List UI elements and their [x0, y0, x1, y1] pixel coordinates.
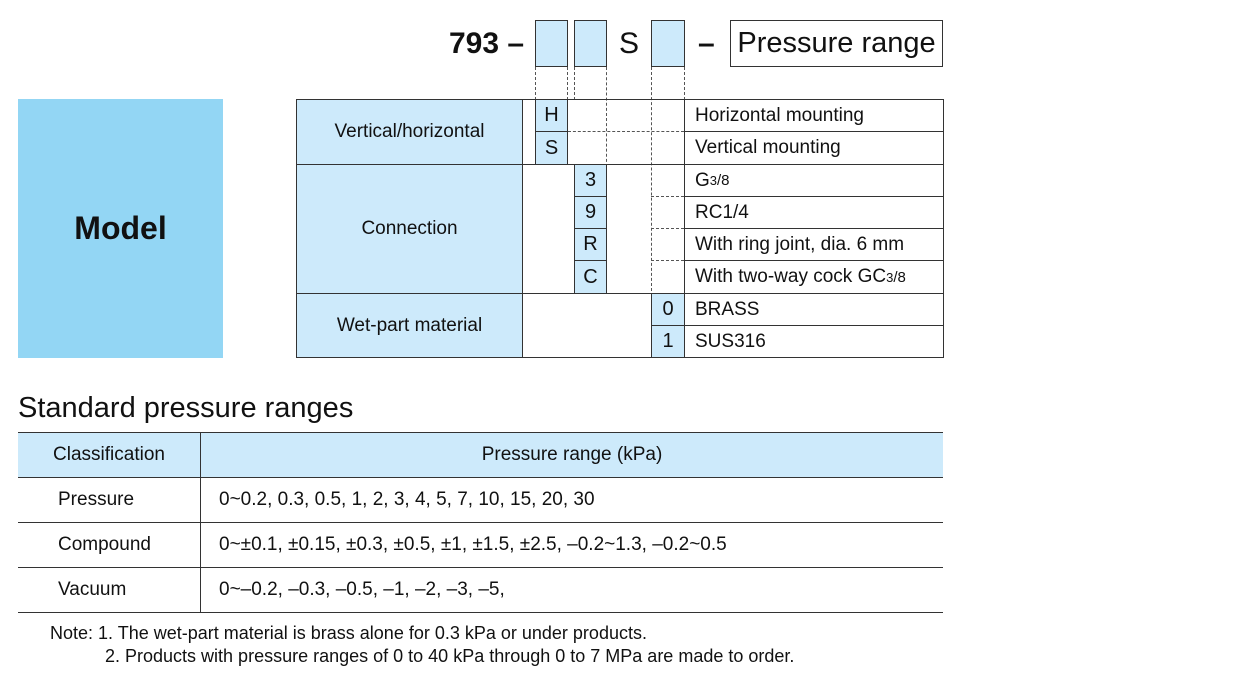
row-divider	[684, 131, 944, 132]
row-classification: Vacuum	[18, 567, 201, 613]
row-classification: Pressure	[18, 477, 201, 523]
code-h: H	[535, 99, 568, 132]
row-range: 0~±0.1, ±0.15, ±0.3, ±0.5, ±1, ±1.5, ±2.…	[200, 522, 943, 568]
desc-superscript: 3	[886, 269, 894, 285]
code-s: S	[535, 131, 568, 165]
row-divider	[684, 325, 944, 326]
code-c: C	[574, 260, 607, 294]
desc-rc1-4: RC1/4	[695, 201, 749, 223]
row-dash	[651, 228, 684, 229]
desc-sus316: SUS316	[695, 330, 766, 352]
model-dash: –	[698, 27, 715, 60]
model-label: Model	[18, 99, 223, 358]
code-r: R	[574, 228, 607, 261]
connector-line	[684, 67, 685, 100]
category-vertical-horizontal: Vertical/horizontal	[296, 99, 523, 165]
category-connection: Connection	[296, 164, 523, 294]
code-slot-mounting	[535, 20, 568, 67]
header-pressure-range: Pressure range (kPa)	[200, 432, 943, 478]
connector-line	[651, 67, 652, 296]
table-row: Pressure 0~0.2, 0.3, 0.5, 1, 2, 3, 4, 5,…	[18, 477, 943, 523]
code-slot-material	[651, 20, 685, 67]
header-classification: Classification	[18, 432, 201, 478]
section-divider	[523, 164, 944, 165]
code-0: 0	[651, 293, 685, 326]
desc-horizontal-mounting: Horizontal mounting	[695, 104, 864, 126]
code-1: 1	[651, 325, 685, 358]
table-header-row: Classification Pressure range (kPa)	[18, 432, 943, 478]
model-prefix: 793 –	[449, 27, 525, 60]
connector-line	[535, 67, 536, 100]
section-divider	[523, 293, 944, 294]
connector-line	[606, 67, 607, 167]
desc-text: With two-way cock GC	[695, 266, 887, 287]
desc-text: G	[695, 169, 710, 191]
row-range: 0~0.2, 0.3, 0.5, 1, 2, 3, 4, 5, 7, 10, 1…	[200, 477, 943, 523]
row-dash	[651, 260, 684, 261]
row-dash	[651, 196, 684, 197]
desc-superscript: 3	[709, 173, 718, 188]
desc-brass: BRASS	[695, 298, 760, 320]
table-row: Compound 0~±0.1, ±0.15, ±0.3, ±0.5, ±1, …	[18, 522, 943, 568]
model-s-letter: S	[619, 27, 640, 60]
section-title: Standard pressure ranges	[18, 392, 354, 424]
row-classification: Compound	[18, 522, 201, 568]
pressure-range-box: Pressure range	[730, 20, 943, 67]
desc-ring-joint: With ring joint, dia. 6 mm	[695, 233, 905, 255]
row-range: 0~–0.2, –0.3, –0.5, –1, –2, –3, –5,	[200, 567, 943, 613]
row-divider	[684, 260, 944, 261]
table-row: Vacuum 0~–0.2, –0.3, –0.5, –1, –2, –3, –…	[18, 567, 943, 613]
code-9: 9	[574, 196, 607, 229]
row-divider	[684, 196, 944, 197]
row-dash	[568, 131, 684, 132]
row-divider	[684, 228, 944, 229]
note-1: Note: 1. The wet-part material is brass …	[50, 623, 647, 643]
pressure-table: Classification Pressure range (kPa) Pres…	[18, 432, 943, 613]
desc-fraction: /8	[717, 172, 730, 189]
code-slot-connection	[574, 20, 607, 67]
code-3: 3	[574, 164, 607, 197]
connector-line	[567, 67, 568, 100]
desc-fraction: /8	[893, 268, 906, 286]
desc-vertical-mounting: Vertical mounting	[695, 137, 841, 158]
connector-line	[574, 67, 575, 100]
note-2: 2. Products with pressure ranges of 0 to…	[105, 646, 795, 666]
category-wet-part-material: Wet-part material	[296, 293, 523, 358]
